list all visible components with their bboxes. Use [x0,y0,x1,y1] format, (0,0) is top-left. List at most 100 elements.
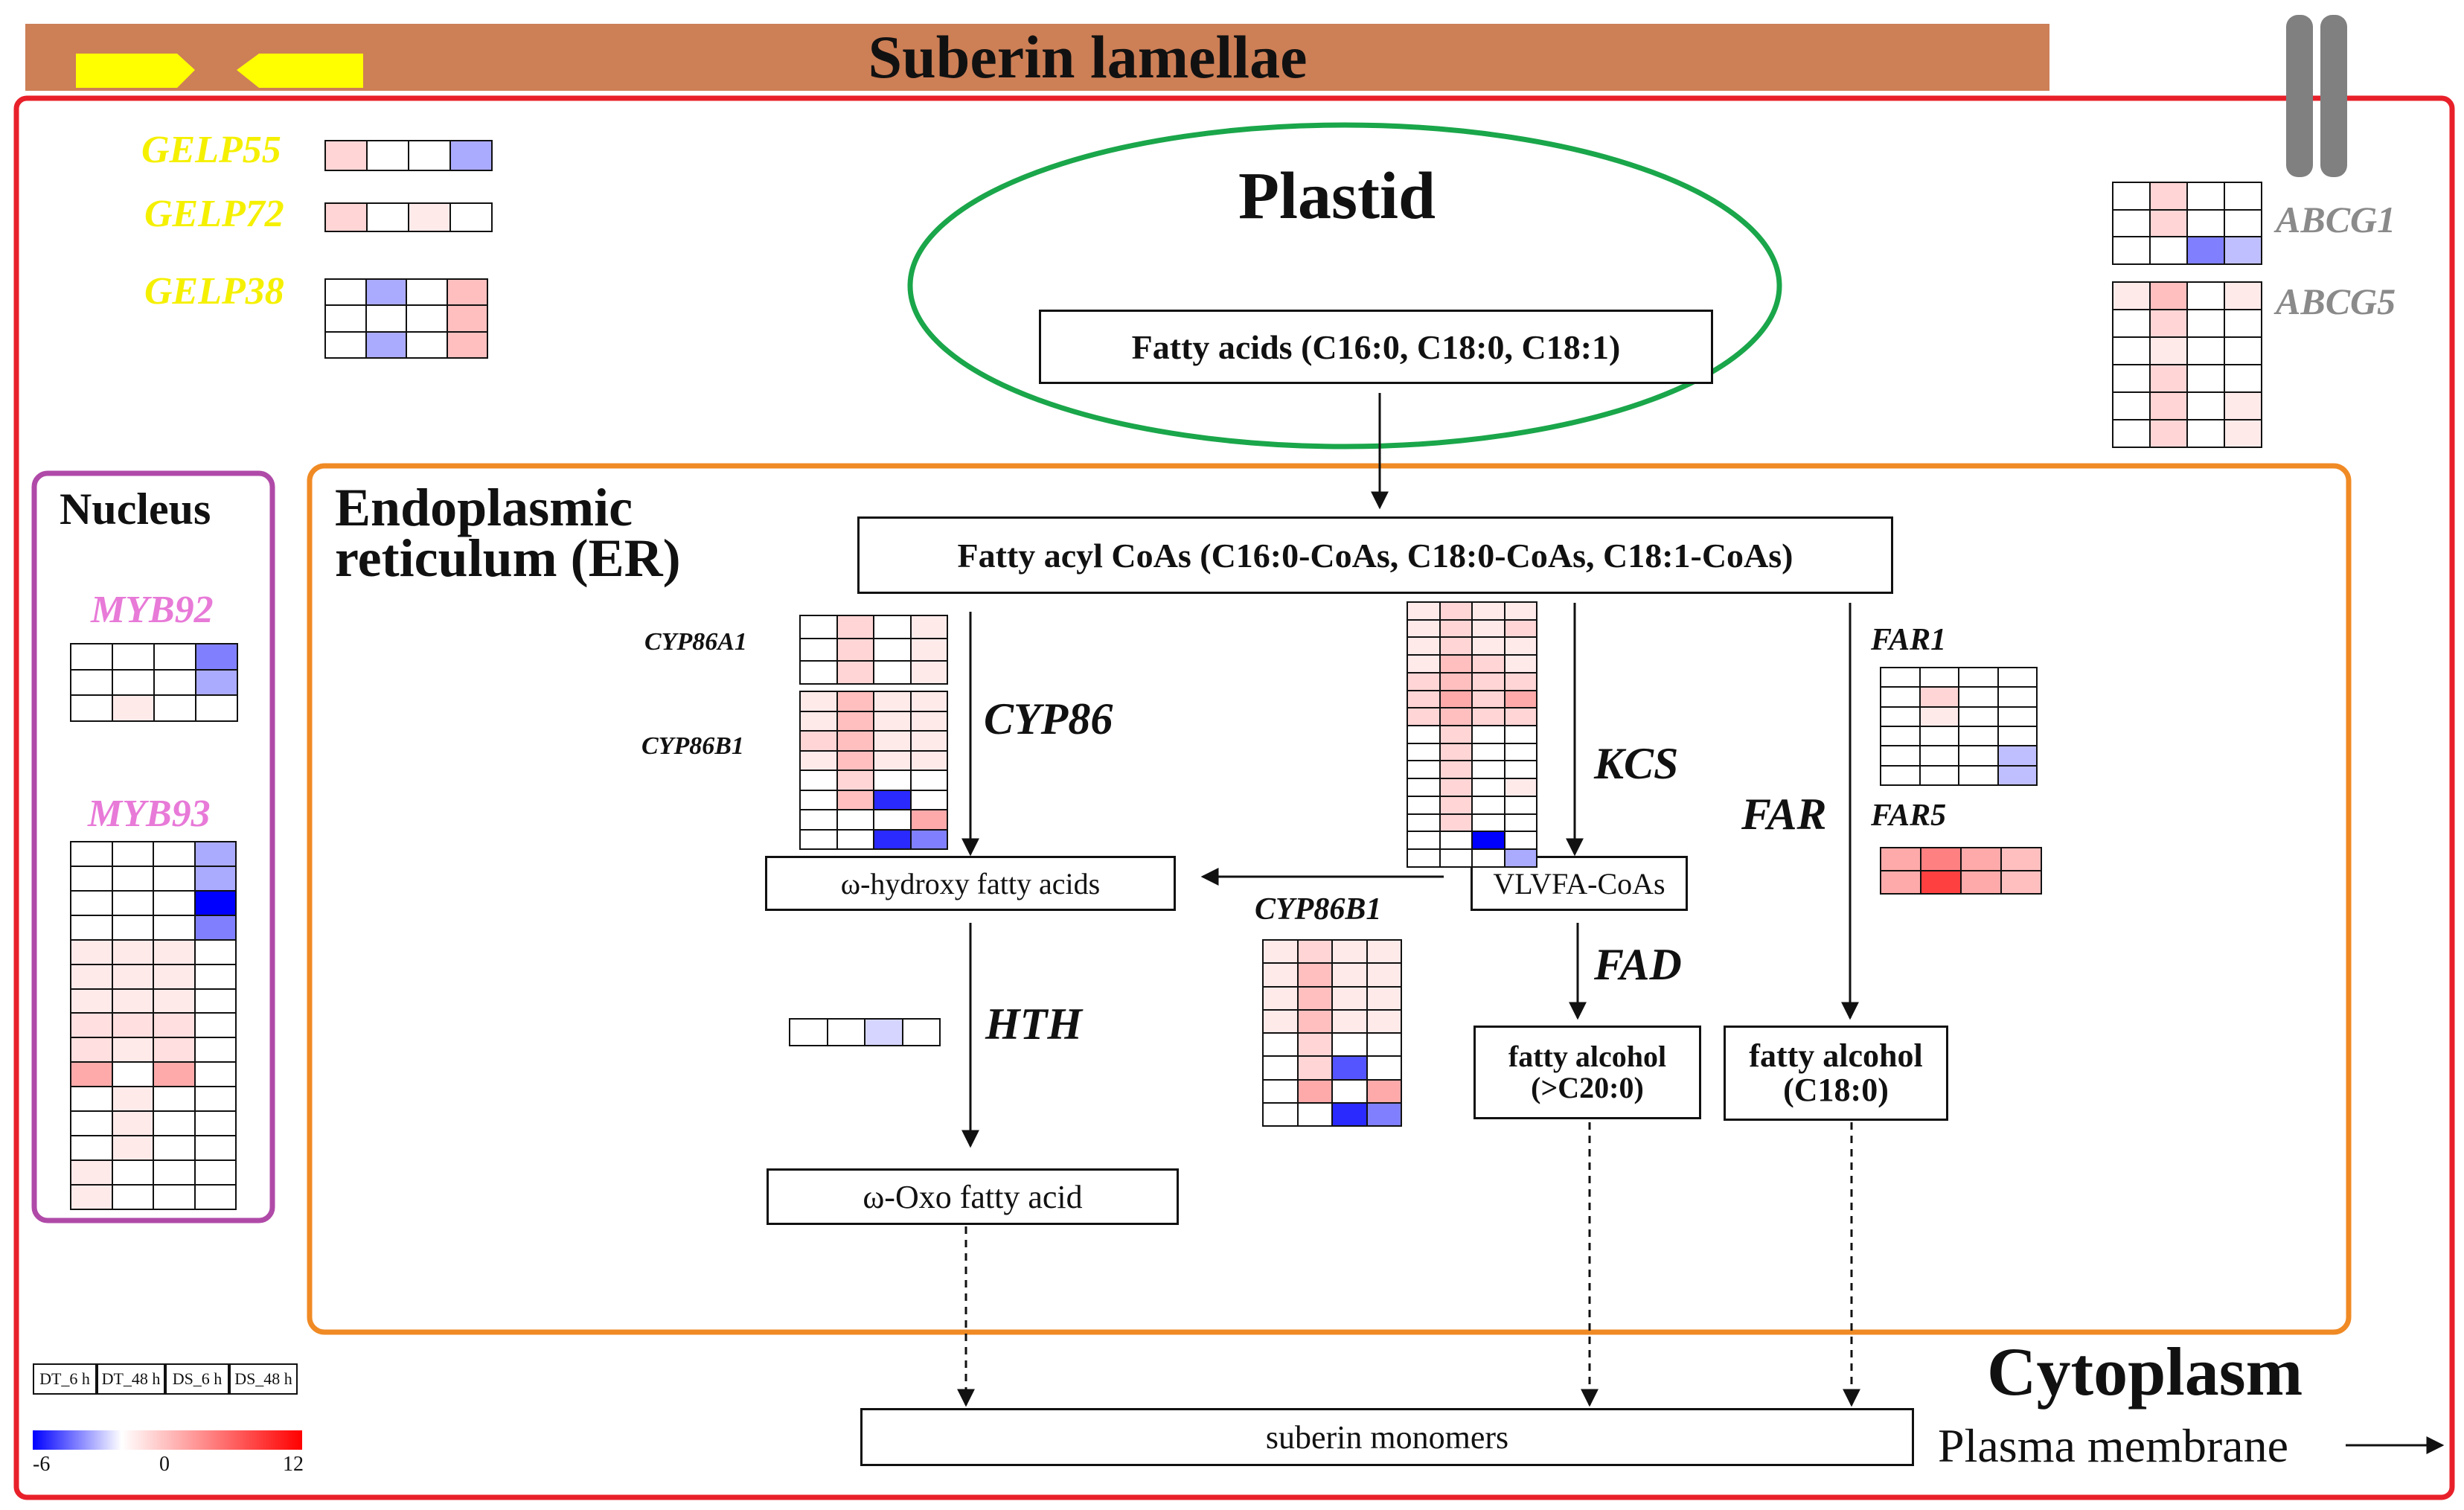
heatmap-cell [1296,1078,1333,1104]
heatmap-cell [70,1183,113,1210]
heatmap-row [1262,1031,1402,1058]
heatmap-cell [1439,671,1473,691]
heatmap-cell [193,1037,237,1063]
heatmap-cell [1366,1008,1402,1034]
heatmap-cell [449,140,493,171]
heatmap-row [1880,745,2038,767]
heatmap-row [324,278,488,307]
heatmap-cell [1471,831,1505,851]
heatmap-cell [1262,1078,1299,1104]
heatmap-cell [1920,870,1962,895]
heatmap-cell [70,1135,113,1161]
heatmap-row [1262,1055,1402,1081]
heatmap-cell [873,809,912,831]
er-label: Endoplasmic reticulum (ER) [335,481,681,585]
heatmap-cell [2186,182,2225,211]
heatmap-cell [1262,1055,1299,1081]
heatmap-cell [1439,795,1473,815]
heatmap-cell [1331,938,1368,964]
heatmap-cell [1407,848,1441,868]
heatmap-row [1880,666,2038,688]
heatmap-cell [1960,847,2002,871]
heatmap-cell [2186,391,2225,420]
heatmap-cell [2149,336,2188,365]
heatmap-cell [1958,725,1999,747]
heatmap-cell [799,770,838,791]
kcs-enzyme-label: KCS [1594,739,1679,788]
heatmap-cell [873,730,912,752]
heatmap-cell [153,988,196,1014]
heatmap-cell [836,660,874,685]
heatmap-cell [193,988,237,1014]
heatmap-cell [1296,1055,1333,1081]
heatmap-cell [1503,601,1537,621]
heatmap-cell [826,1018,865,1046]
heatmap-cell [1880,764,1921,786]
heatmap-cell [111,1086,154,1113]
plastid-label: Plastid [1238,159,1436,233]
heatmap-cell [111,1159,154,1186]
heatmap-cell [324,202,368,232]
heatmap-cell [193,1061,237,1088]
gelp55-heatmap [324,140,493,171]
heatmap-cell [1503,671,1537,691]
heatmap-cell [1296,985,1333,1011]
heatmap-cell [1503,831,1537,851]
heatmap-cell [909,809,948,831]
heatmap-cell [193,1135,237,1161]
heatmap-cell [112,643,155,671]
heatmap-cell [1997,686,2038,708]
left-arrow-icon [237,54,363,88]
myb93-heatmap [70,841,237,1210]
heatmap-cell [1296,1031,1333,1058]
heatmap-cell [1296,1008,1333,1034]
heatmap-cell [836,789,874,810]
heatmap-cell [789,1018,828,1046]
heatmap-row [1407,725,1537,744]
heatmap-cell [111,914,154,941]
heatmap-cell [1407,654,1441,674]
heatmap-row [799,615,948,639]
heatmap-cell [909,615,948,639]
cytoplasm-label: Cytoplasm [1987,1334,2303,1410]
heatmap-cell [153,694,196,722]
hth-heatmap [789,1018,941,1046]
heatmap-row [799,691,948,712]
heatmap-cell [1407,795,1441,815]
heatmap-cell [70,938,113,965]
heatmap-cell [1919,666,1959,688]
heatmap-cell [1366,1055,1402,1081]
vlvfa-coas-box: VLVFA-CoAs [1471,856,1688,911]
heatmap-cell [873,710,912,732]
heatmap-cell [1997,764,2038,786]
heatmap-cell [1439,725,1473,744]
heatmap-row [1262,1078,1402,1104]
heatmap-cell [799,828,838,850]
heatmap-cell [2149,364,2188,393]
cyp86a1-label: CYP86A1 [644,628,747,656]
heatmap-row [1880,725,2038,747]
cyp86b1-a-heatmap [799,691,948,850]
heatmap-cell [2186,336,2225,365]
heatmap-cell [111,1037,154,1063]
hth-enzyme-label: HTH [985,999,1082,1049]
heatmap-cell [70,1061,113,1088]
heatmap-cell [1439,618,1473,639]
heatmap-cell [1407,707,1441,727]
heatmap-row [799,770,948,791]
heatmap-row [2112,281,2262,310]
heatmap-cell [799,730,838,752]
heatmap-cell [2224,336,2262,365]
heatmap-cell [193,938,237,965]
heatmap-cell [873,660,912,685]
heatmap-cell [1262,985,1299,1011]
heatmap-cell [836,730,874,752]
heatmap-cell [1331,1008,1368,1034]
heatmap-cell [111,841,154,867]
transporter-icon [2286,15,2347,177]
heatmap-cell [153,643,196,671]
heatmap-cell [70,668,113,697]
heatmap-cell [153,963,196,990]
heatmap-cell [909,828,948,850]
heatmap-cell [2224,281,2262,310]
